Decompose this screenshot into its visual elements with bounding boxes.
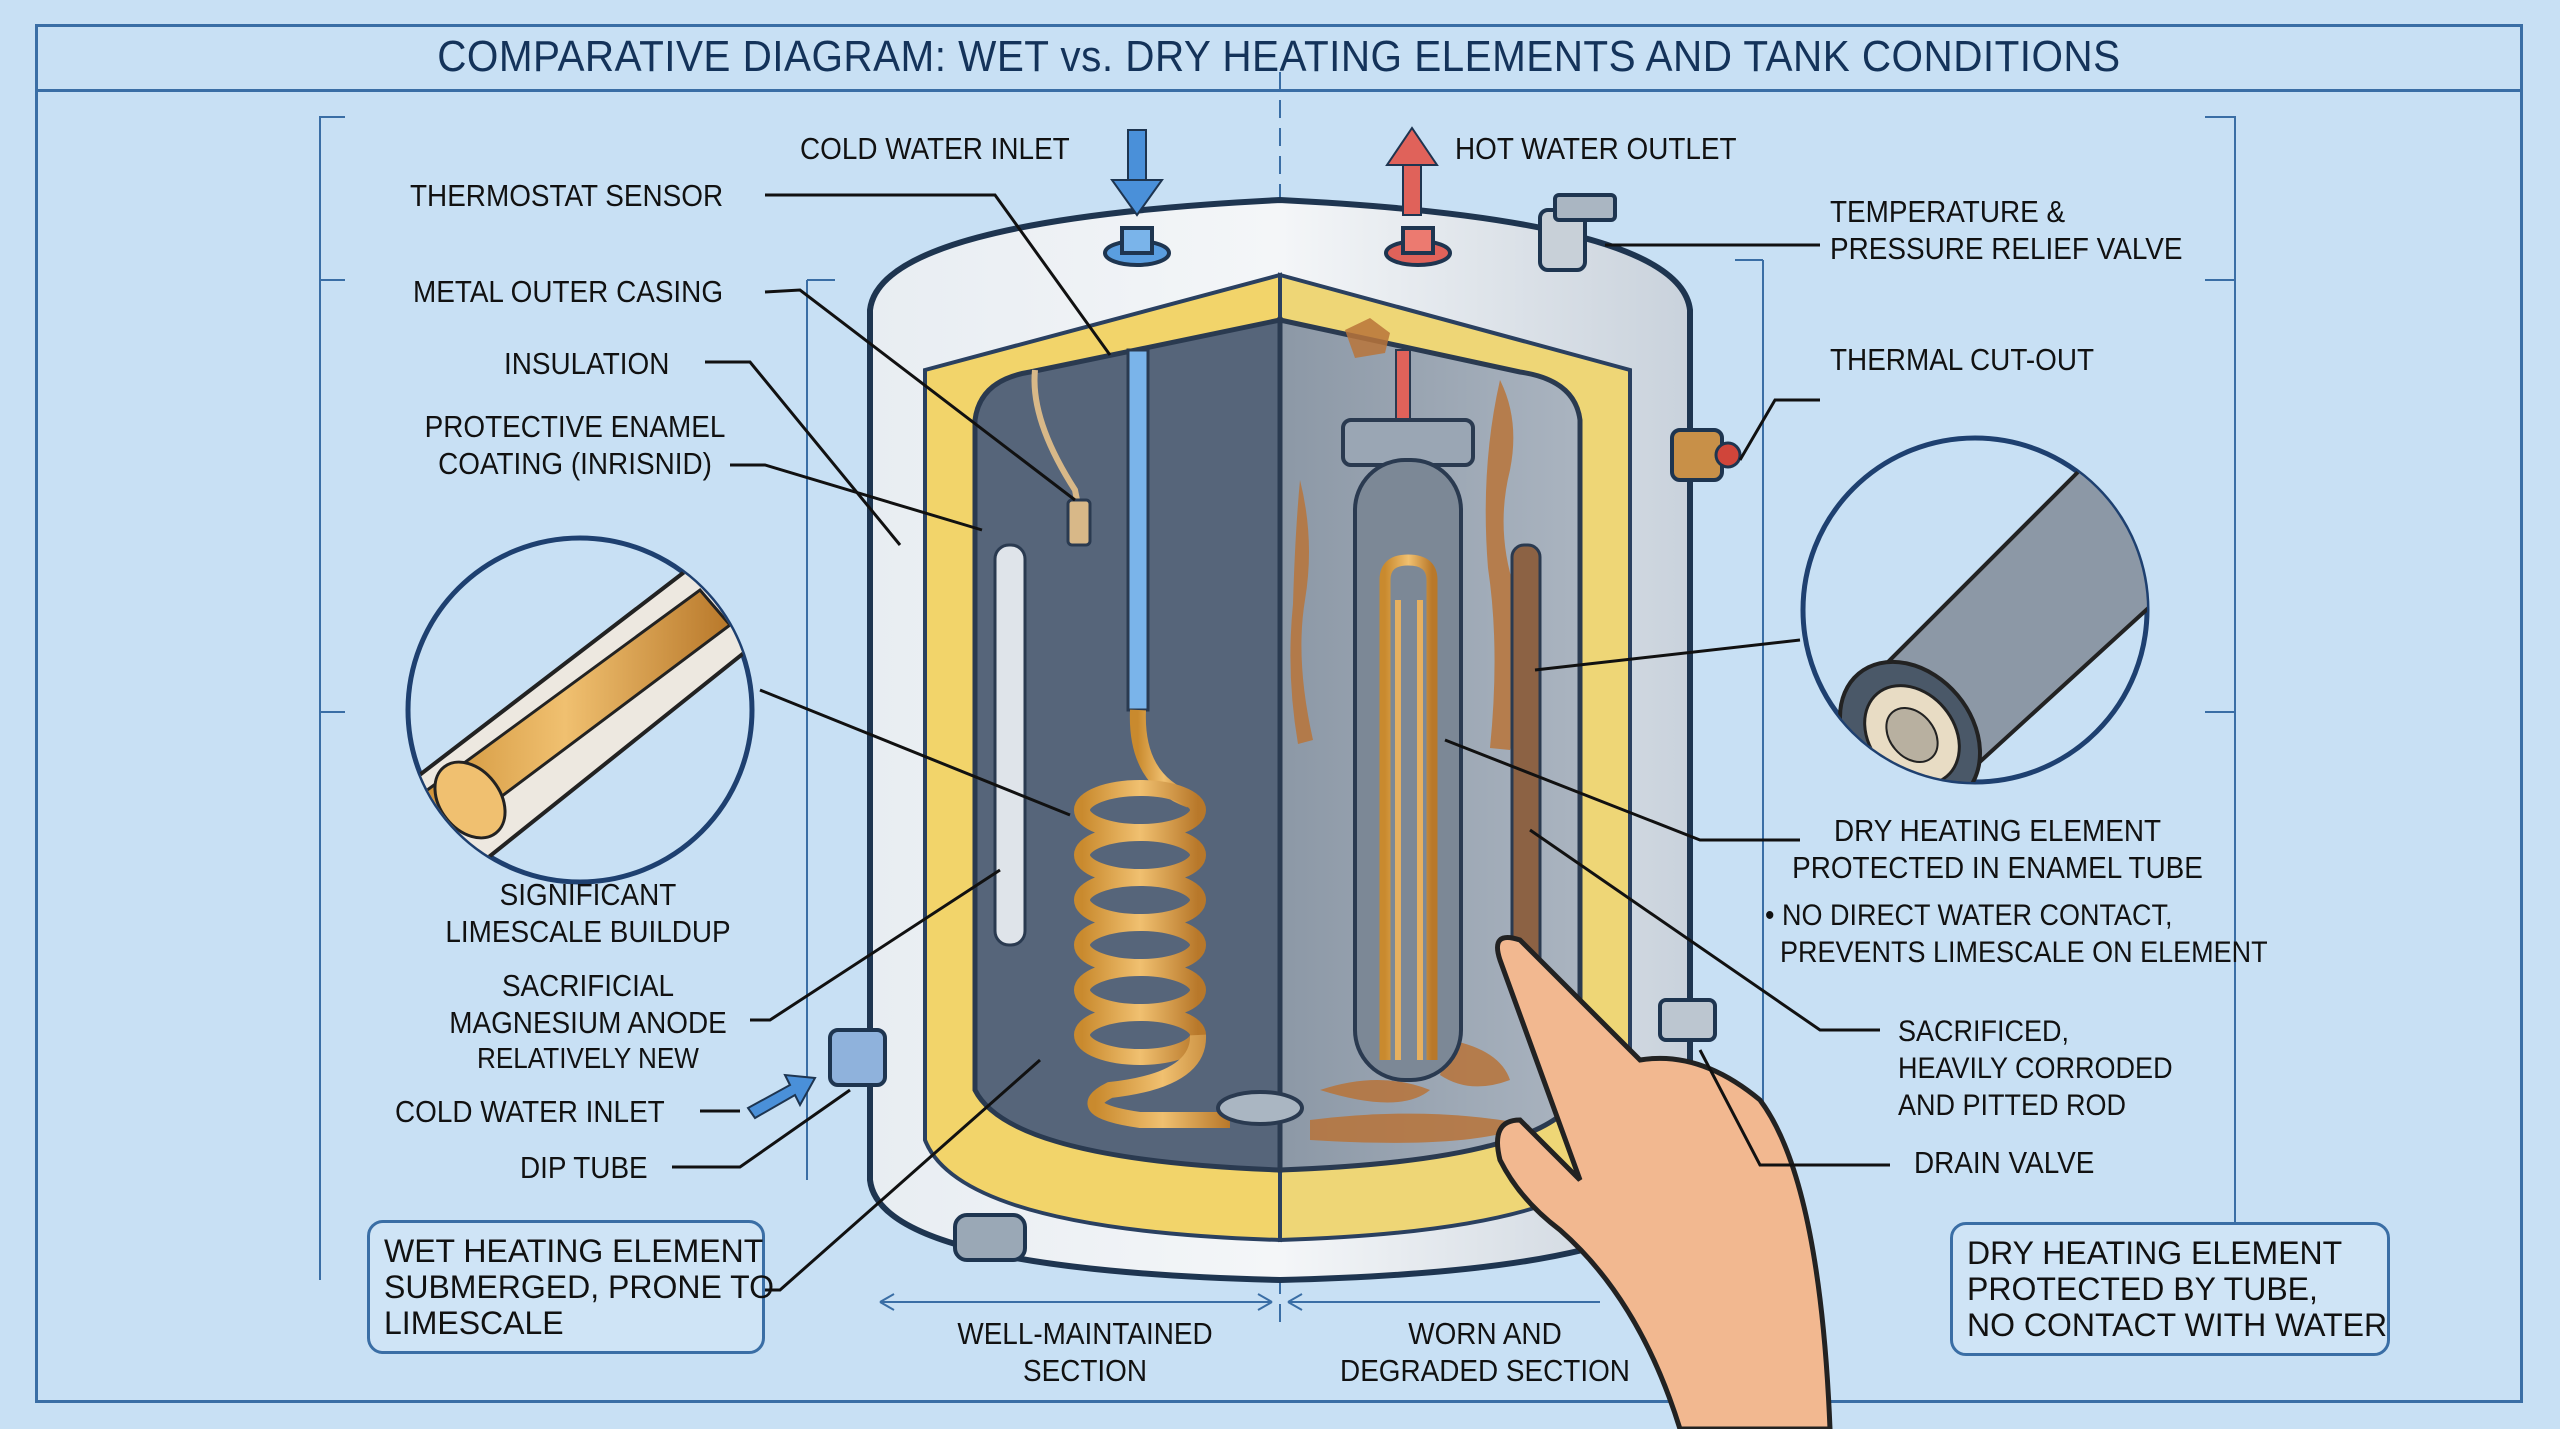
callout-wet-element: WET HEATING ELEMENT SUBMERGED, PRONE TO … bbox=[367, 1220, 774, 1354]
label-dry-element: DRY HEATING ELEMENT PROTECTED IN ENAMEL … bbox=[1792, 813, 2203, 885]
callout-dry-element: DRY HEATING ELEMENT PROTECTED BY TUBE, N… bbox=[1950, 1222, 2390, 1356]
label-hot-water-outlet: HOT WATER OUTLET bbox=[1455, 131, 1737, 166]
label-sacrificed-rod: SACRIFICED, HEAVILY CORRODED AND PITTED … bbox=[1898, 1015, 2173, 1122]
label-insulation: INSULATION bbox=[504, 346, 670, 381]
label-drain-valve: DRAIN VALVE bbox=[1914, 1145, 2095, 1180]
label-sacrificial-anode: SACRIFICIAL MAGNESIUM ANODE bbox=[449, 968, 727, 1040]
label-thermostat-sensor: THERMOSTAT SENSOR bbox=[410, 178, 724, 213]
hot-water-arrow-icon bbox=[1385, 126, 1439, 216]
label-cold-water-inlet-top: COLD WATER INLET bbox=[800, 131, 1070, 166]
enamel-tube-magnifier-icon bbox=[1800, 435, 2150, 785]
label-metal-outer-casing: METAL OUTER CASING bbox=[413, 274, 724, 309]
title-bar: COMPARATIVE DIAGRAM: WET vs. DRY HEATING… bbox=[35, 24, 2523, 92]
section-label-worn-degraded: WORN AND DEGRADED SECTION bbox=[1340, 1316, 1630, 1388]
label-tp-valve: TEMPERATURE & PRESSURE RELIEF VALVE bbox=[1830, 194, 2183, 266]
magnesium-anode bbox=[993, 543, 1027, 947]
limescale-pipe-magnifier-icon bbox=[405, 535, 755, 885]
label-cold-water-inlet-side: COLD WATER INLET bbox=[395, 1094, 665, 1129]
side-cold-arrow-icon bbox=[746, 1073, 817, 1120]
leader-lines bbox=[672, 193, 1890, 1292]
section-label-well-maintained: WELL-MAINTAINED SECTION bbox=[957, 1316, 1213, 1388]
diagram-frame bbox=[35, 24, 2523, 1403]
page-title: COMPARATIVE DIAGRAM: WET vs. DRY HEATING… bbox=[437, 31, 2121, 81]
label-protective-enamel: PROTECTIVE ENAMEL COATING (INRISNID) bbox=[424, 409, 726, 481]
label-dry-element-bullet: • NO DIRECT WATER CONTACT, PREVENTS LIME… bbox=[1765, 899, 2268, 969]
label-dip-tube: DIP TUBE bbox=[520, 1150, 648, 1185]
wet-heating-coil bbox=[1074, 709, 1230, 1128]
label-anode-note: RELATIVELY NEW bbox=[477, 1043, 699, 1075]
cold-water-arrow-icon bbox=[1110, 129, 1164, 217]
dry-side-components bbox=[1341, 349, 1542, 1082]
label-thermal-cutout: THERMAL CUT-OUT bbox=[1830, 342, 2095, 377]
pointing-hand-icon bbox=[1495, 935, 1833, 1429]
wet-side-components bbox=[993, 348, 1304, 1128]
enamel-tube bbox=[1353, 458, 1463, 1082]
label-limescale-buildup: SIGNIFICANT LIMESCALE BUILDUP bbox=[445, 877, 731, 949]
